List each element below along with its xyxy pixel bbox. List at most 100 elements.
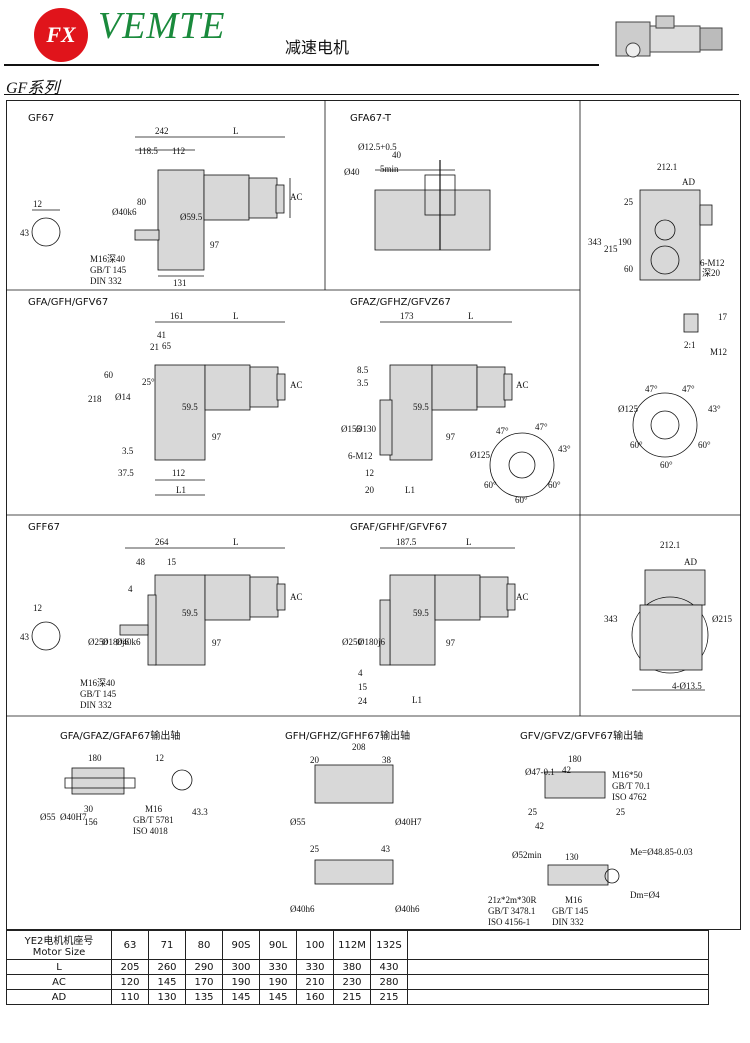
table-cell: 280 bbox=[370, 974, 408, 990]
dim-gfaz67-60a: 60° bbox=[484, 480, 497, 490]
table-cell: 300 bbox=[222, 959, 260, 975]
table-header-label: YE2电机机座号 Motor Size bbox=[6, 930, 112, 960]
dim-gfa67t-phi40: Ø40 bbox=[344, 167, 360, 177]
table-size-cell: 100 bbox=[296, 930, 334, 960]
panel-label-gf67: GF67 bbox=[28, 113, 55, 124]
header: FX VEMTE 减速电机 bbox=[0, 0, 750, 70]
page-subtitle: 减速电机 bbox=[285, 38, 350, 57]
dim-gfa67t-5min: 5min bbox=[380, 164, 399, 174]
dim-gf67-59: Ø59.5 bbox=[180, 212, 203, 222]
dim-gfaz67-60c: 60° bbox=[548, 480, 561, 490]
table-cell: 210 bbox=[296, 974, 334, 990]
table-size-cell: 90L bbox=[259, 930, 297, 960]
series-title: GF系列 bbox=[6, 80, 60, 97]
table-cell: 110 bbox=[111, 989, 149, 1005]
table-cell: 145 bbox=[148, 974, 186, 990]
dim-gfa67-37_5: 37.5 bbox=[118, 468, 134, 478]
dim-gfaz67-20: 20 bbox=[365, 485, 375, 495]
dim-shaft3-21z: 21z*2m*30R bbox=[488, 895, 537, 905]
table-size-cell: 112M bbox=[333, 930, 371, 960]
dim-gf67-L: L bbox=[233, 126, 239, 136]
dim-shaft1-55: Ø55 bbox=[40, 812, 56, 822]
table-empty-cell bbox=[407, 959, 709, 975]
dim-gff67-97: 97 bbox=[212, 638, 222, 648]
table-size-cell: 132S bbox=[370, 930, 408, 960]
dim-shaft1-12: 12 bbox=[155, 753, 164, 763]
dim-gfaz67-AC: AC bbox=[516, 380, 529, 390]
dim-gf67-AC: AC bbox=[290, 192, 303, 202]
note-gff67-1: M16深40 bbox=[80, 678, 116, 688]
gearmotor-thumbnail-image bbox=[615, 15, 723, 58]
dim-gfaz67-155: Ø155 bbox=[341, 424, 361, 434]
table-cell: 430 bbox=[370, 959, 408, 975]
table-row-name: AD bbox=[6, 989, 112, 1005]
dim-side2-4135: 4-Ø13.5 bbox=[672, 681, 702, 691]
table-row-name: AC bbox=[6, 974, 112, 990]
dim-shaft3-52: Ø52min bbox=[512, 850, 542, 860]
dim-shaft1-156: 156 bbox=[84, 817, 98, 827]
table-cell: 170 bbox=[185, 974, 223, 990]
dim-gfa67-AC: AC bbox=[290, 380, 303, 390]
panel-label-gfaf67: GFAF/GFHF/GFVF67 bbox=[350, 522, 448, 533]
dim-gff67-264: 264 bbox=[155, 537, 169, 547]
panel-label-gfa67: GFA/GFH/GFV67 bbox=[28, 297, 109, 308]
dim-gfaz67-6m12: 6-M12 bbox=[348, 451, 373, 461]
dim-side1-212: 212.1 bbox=[657, 162, 677, 172]
dim-gfa67t-phi12: Ø12.5+0.5 bbox=[358, 142, 397, 152]
table-empty-cell bbox=[407, 974, 709, 990]
dim-gfa67-L: L bbox=[233, 311, 239, 321]
dim-gfaz67-97: 97 bbox=[446, 432, 456, 442]
table-header-row: YE2电机机座号 Motor Size 63 71 80 90S 90L 100… bbox=[6, 930, 709, 960]
note-shaft3-3a: GB/T 145 bbox=[552, 906, 589, 916]
table-cell: 130 bbox=[148, 989, 186, 1005]
dim-side1-25: 25 bbox=[624, 197, 634, 207]
table-header-label-en: Motor Size bbox=[32, 947, 86, 958]
dim-shaft3-M16b: M16 bbox=[565, 895, 583, 905]
table-cell: 215 bbox=[370, 989, 408, 1005]
dim-gfaz67-60b: 60° bbox=[515, 495, 528, 505]
dim-gfaz67-L1: L1 bbox=[405, 485, 415, 495]
header-rule bbox=[4, 64, 599, 66]
dim-gf67-43: 43 bbox=[20, 228, 30, 238]
dim-gfa67-97: 97 bbox=[212, 432, 222, 442]
dim-gff67-40: Ø40k6 bbox=[116, 637, 141, 647]
dim-shaft2-40b: Ø40h6 bbox=[395, 904, 420, 914]
dim-gff67-59: 59.5 bbox=[182, 608, 198, 618]
dim-gff67-250: Ø250 bbox=[88, 637, 108, 647]
dim-shaft1-43: 43.3 bbox=[192, 807, 208, 817]
dim-side1-17: 17 bbox=[718, 312, 728, 322]
motor-size-table: YE2电机机座号 Motor Size 63 71 80 90S 90L 100… bbox=[6, 930, 709, 1005]
dim-gfaf67-15: 15 bbox=[358, 682, 368, 692]
note-shaft3-2a: GB/T 3478.1 bbox=[488, 906, 535, 916]
panel-label-gff67: GFF67 bbox=[28, 522, 60, 533]
dim-shaft1-30: 30 bbox=[84, 804, 94, 814]
dim-gfa67t-40: 40 bbox=[392, 150, 402, 160]
dim-side1-ratio: 2:1 bbox=[684, 340, 696, 350]
dim-gfaz67-125: Ø125 bbox=[470, 450, 490, 460]
dim-gff67-48: 48 bbox=[136, 557, 146, 567]
dim-shaft2-25: 25 bbox=[310, 844, 320, 854]
note-gf67-2: GB/T 145 bbox=[90, 265, 127, 275]
table-cell: 330 bbox=[259, 959, 297, 975]
dim-gfaz67-130: Ø130 bbox=[356, 424, 376, 434]
note-shaft1-1: GB/T 5781 bbox=[133, 815, 174, 825]
table-empty-cell bbox=[407, 930, 709, 960]
dim-side1-43: 43° bbox=[708, 404, 721, 414]
dim-gff67-AC: AC bbox=[290, 592, 303, 602]
dim-side1-60b: 60° bbox=[660, 460, 673, 470]
dim-shaft1-M16: M16 bbox=[145, 804, 163, 814]
dim-shaft2-20: 20 bbox=[310, 755, 320, 765]
